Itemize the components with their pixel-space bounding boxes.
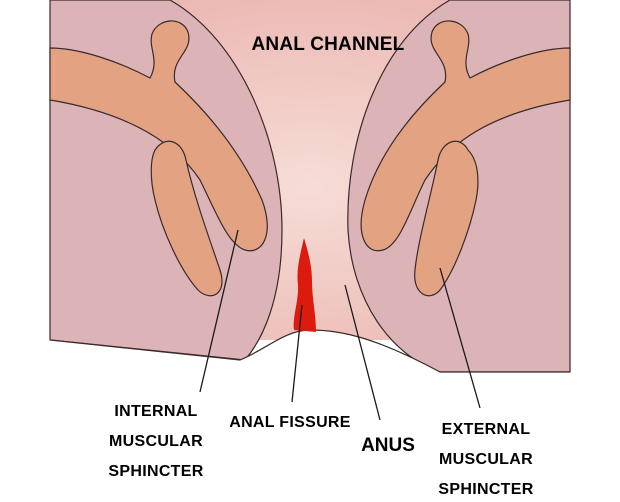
right-inner-muscle [414, 140, 479, 297]
anal-fissure-mark [293, 238, 316, 332]
right-upper-muscle [360, 20, 571, 252]
left-inner-muscle [150, 140, 223, 297]
anus-label: ANUS [361, 435, 415, 456]
leader-internal [199, 229, 239, 393]
leader-external [439, 267, 481, 409]
leader-anus [344, 284, 381, 421]
title-label: ANAL CHANNEL [252, 34, 405, 55]
external-label-2: MUSCULAR [439, 451, 533, 468]
fissure-label: ANAL FISSURE [229, 414, 351, 431]
internal-label-2: MUSCULAR [109, 433, 203, 450]
internal-label-1: INTERNAL [114, 403, 197, 420]
skin-surface [50, 330, 570, 502]
internal-label-3: SPHINCTER [108, 463, 203, 480]
leader-fissure [291, 304, 303, 403]
left-upper-muscle [49, 20, 268, 252]
external-label-3: SPHINCTER [438, 481, 533, 498]
external-label-1: EXTERNAL [442, 421, 531, 438]
